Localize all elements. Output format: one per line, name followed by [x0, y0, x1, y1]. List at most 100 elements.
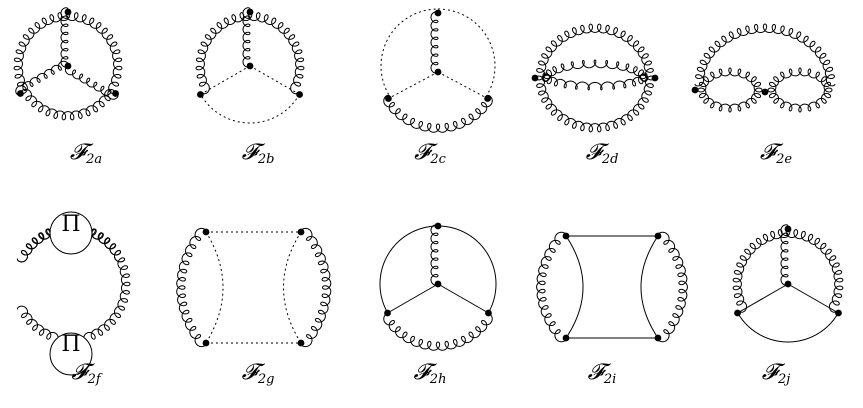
vertex-top [434, 222, 442, 230]
quark-spoke-right [787, 283, 839, 314]
vertex-top-left [562, 232, 570, 240]
diagram-F2i-graphic [536, 231, 688, 343]
self-energy-blob-bottom [49, 332, 93, 376]
vertex-left [691, 86, 699, 94]
vertex-top-right [297, 228, 305, 236]
vertex-top [64, 8, 72, 16]
gluon-arc-bottom [383, 312, 493, 351]
vertex-center [434, 68, 442, 76]
gluon-spoke-top [780, 224, 789, 286]
vertex-bottom-right [297, 339, 305, 347]
diagram-F2g-graphic [176, 227, 332, 348]
gluon-spoke-top [430, 224, 439, 286]
gluon-top-right [83, 225, 126, 263]
gluon-arc-right [785, 228, 844, 313]
gluon-outer-top [535, 23, 655, 81]
ghost-left-arc [205, 231, 224, 344]
vertex-top-left [202, 228, 210, 236]
gluon-right-arc [657, 231, 688, 343]
gluon-arc-left [195, 11, 253, 95]
diagram-F2g: 𝓕2g [172, 204, 344, 408]
diagram-F2j-label: 𝓕2j [761, 360, 791, 388]
self-energy-blob-top [49, 211, 93, 255]
quark-right-arc [640, 235, 659, 339]
vertex-bottom-right [654, 334, 662, 342]
diagram-F2a-graphic [13, 7, 123, 121]
gluon-bottom-left [16, 305, 59, 343]
diagram-F2i-label: 𝓕2i [587, 360, 617, 388]
gluon-spoke-left [15, 60, 69, 96]
diagram-F2d-label: 𝓕2d [585, 140, 619, 168]
diagram-F2d-graphic [531, 23, 659, 133]
gluon-spoke-top [242, 7, 251, 68]
vertex-bottom-right [112, 90, 119, 97]
vertex-right [651, 74, 659, 82]
diagram-F2c: 𝓕2c [344, 0, 516, 204]
diagram-F2e-graphic [691, 23, 836, 113]
pi-insertion-bottom: Π [61, 332, 81, 357]
vertex-top [784, 225, 792, 233]
diagram-F2e-label: 𝓕2e [759, 140, 793, 168]
vertex-bottom-right [484, 95, 491, 102]
gluon-arc-right [65, 11, 123, 95]
diagram-F2h-label: 𝓕2h [413, 360, 447, 388]
vertex-center [434, 280, 442, 288]
gluon-bottom-right [83, 305, 126, 343]
diagram-F2h-graphic [379, 222, 497, 351]
vertex-top [246, 8, 254, 16]
diagram-F2f-label: 𝓕2f [71, 360, 101, 388]
vertex-top [434, 9, 442, 17]
ghost-arc-right [437, 8, 496, 95]
gluon-spoke-right [64, 65, 119, 100]
pi-insertion-top: Π [61, 212, 81, 237]
vertex-left [531, 74, 539, 82]
quark-spoke-left [737, 283, 789, 314]
gluon-arc-right [247, 11, 305, 95]
gluon-arc-left [13, 11, 71, 95]
quark-spoke-right [437, 283, 489, 314]
vertex-bottom-left [202, 339, 210, 347]
diagram-F2f: Π Π 𝓕2f [0, 204, 172, 408]
quark-arc-bottom [737, 312, 839, 343]
quark-arc-right [437, 225, 497, 314]
vertex-bottom-left [562, 334, 570, 342]
gluon-spoke-top [60, 7, 69, 68]
ghost-right-arc [282, 231, 302, 344]
vertex-bottom-left [734, 309, 741, 317]
diagram-F2a-label: 𝓕2a [69, 140, 103, 168]
diagram-F2c-graphic [380, 8, 496, 133]
vertex-bottom-left [385, 95, 392, 102]
vertex-bottom-right [835, 309, 842, 317]
vertex-bottom-left [197, 91, 204, 98]
diagram-F2c-label: 𝓕2c [414, 140, 446, 168]
diagram-F2h: 𝓕2h [344, 204, 516, 408]
gluon-left-arc [536, 231, 567, 343]
diagram-F2i: 𝓕2i [516, 204, 688, 408]
ghost-spoke-left [388, 71, 439, 99]
gluon-right-arc [117, 257, 131, 311]
diagram-F2b: 𝓕2b [172, 0, 344, 204]
vertex-center [64, 62, 72, 70]
gluon-arc-bottom [383, 94, 493, 133]
gluon-loop-left [697, 67, 763, 113]
ghost-arc-bottom [200, 94, 300, 124]
ghost-spoke-right [437, 71, 488, 99]
gluon-top-left [16, 225, 59, 263]
vertex-bottom-right [485, 309, 492, 317]
vertex-center [246, 62, 254, 70]
ghost-spoke-right [249, 65, 300, 95]
gluon-inner-top [541, 59, 649, 82]
vertex-center [784, 280, 792, 288]
gluon-loop-right [767, 67, 833, 113]
diagram-F2f-graphic [16, 211, 131, 376]
diagram-F2j-graphic [732, 224, 844, 343]
vertex-center [761, 88, 769, 96]
gluon-left-arc [176, 227, 207, 348]
diagram-F2d: 𝓕2d [516, 0, 688, 204]
diagram-F2g-label: 𝓕2g [241, 360, 275, 388]
quark-left-arc [565, 235, 584, 339]
vertex-bottom-left [17, 90, 24, 97]
quark-spoke-left [387, 283, 439, 314]
diagram-F2a: 𝓕2a [0, 0, 172, 204]
